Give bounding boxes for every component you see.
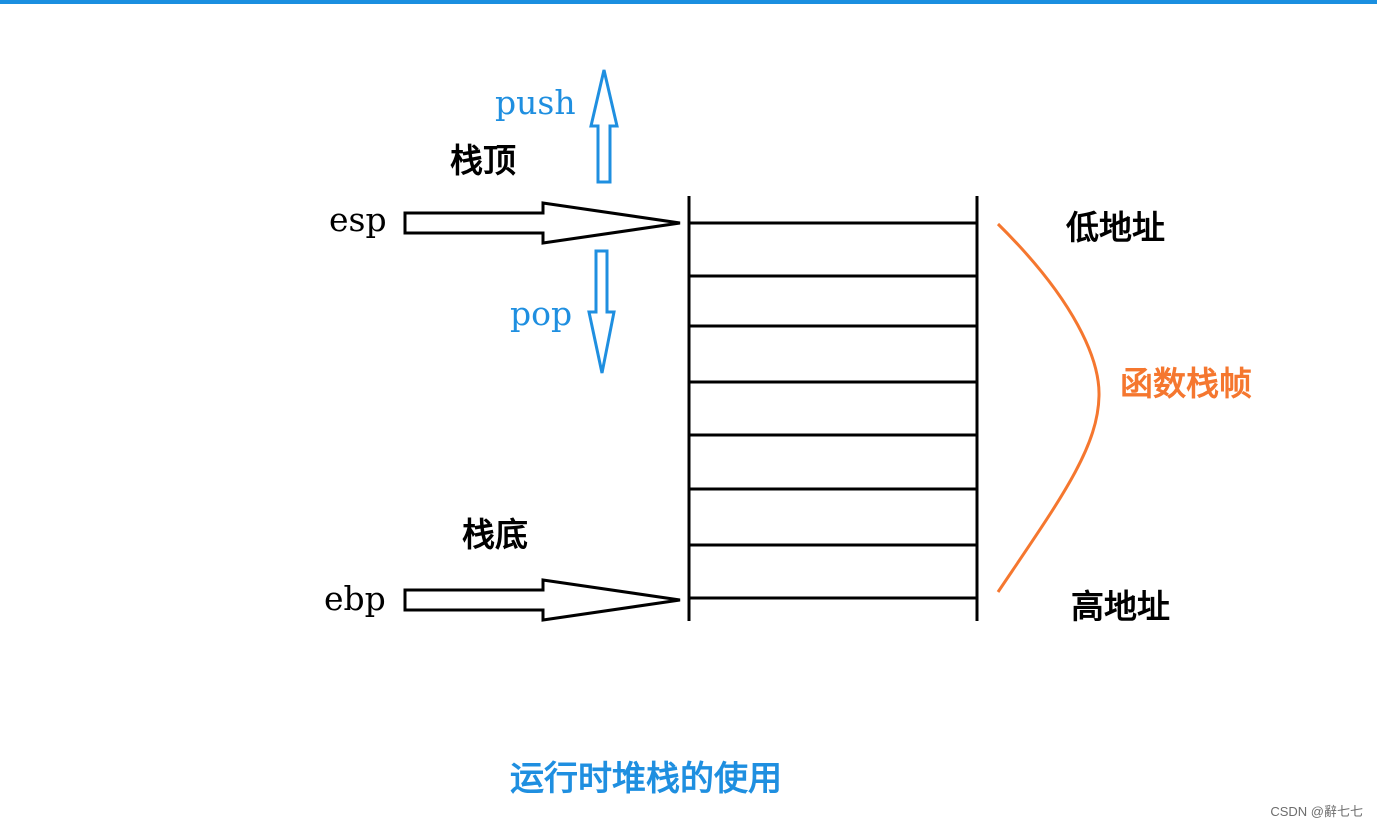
pop-label: pop (510, 294, 573, 333)
diagram-caption: 运行时堆栈的使用 (510, 759, 782, 799)
push-arrow-icon (589, 69, 619, 184)
push-label: push (495, 83, 576, 122)
stack-bottom-label: 栈底 (462, 515, 528, 554)
pop-arrow-icon (587, 249, 616, 374)
ebp-arrow-icon (403, 578, 681, 622)
top-rule (0, 0, 1377, 4)
stack-slots (689, 221, 977, 600)
ebp-label: ebp (324, 579, 386, 618)
esp-label: esp (329, 200, 387, 239)
watermark: CSDN @辭七七 (1270, 804, 1363, 819)
stack-top-label: 栈顶 (450, 141, 516, 180)
low-address-label: 低地址 (1066, 208, 1165, 247)
function-frame-label: 函数栈帧 (1120, 364, 1252, 403)
function-frame-brace-icon (996, 222, 1101, 593)
high-address-label: 高地址 (1071, 587, 1170, 626)
esp-arrow-icon (403, 201, 681, 245)
